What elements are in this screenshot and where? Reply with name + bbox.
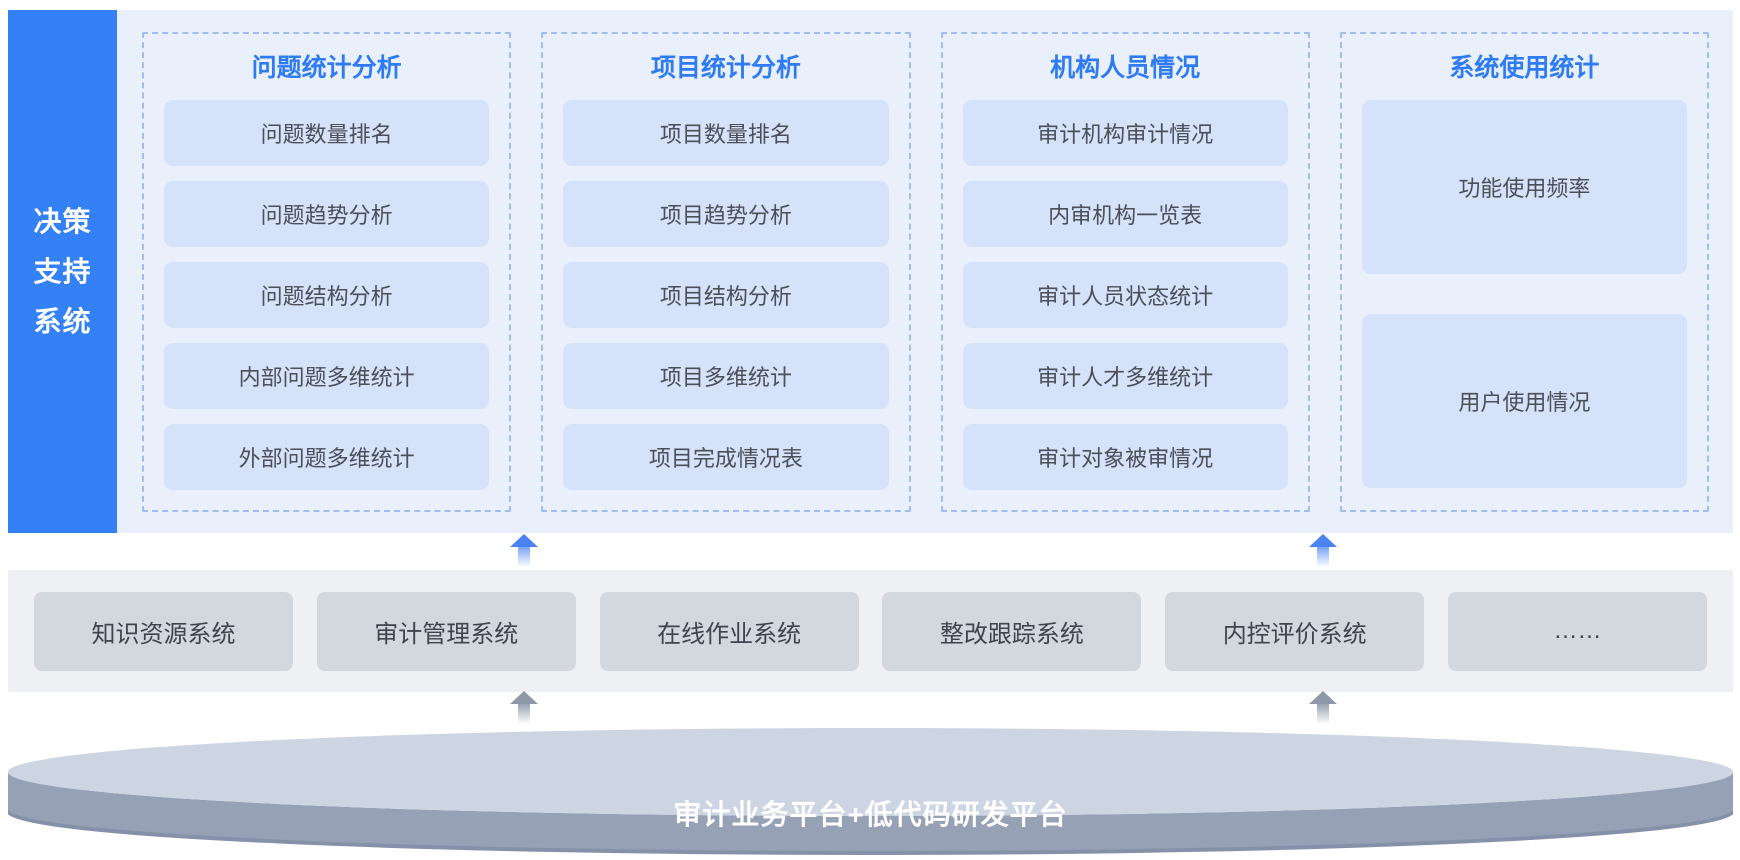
- stat-item: 项目结构分析: [563, 262, 889, 328]
- stat-column-1: 问题统计分析问题数量排名问题趋势分析问题结构分析内部问题多维统计外部问题多维统计: [142, 32, 512, 512]
- stat-item: 用户使用情况: [1361, 314, 1687, 488]
- stat-item: 项目趋势分析: [563, 181, 889, 247]
- column-title: 项目统计分析: [650, 54, 801, 82]
- stat-item: 内部问题多维统计: [164, 343, 490, 409]
- arrow-up-icon: [1309, 534, 1337, 567]
- system-box: 审计管理系统: [316, 591, 576, 671]
- decision-support-sidebar: 决策支持系统: [8, 10, 117, 533]
- platform-title: 审计业务平台+低代码研发平台: [673, 799, 1068, 830]
- stat-item: 审计对象被审情况: [962, 424, 1288, 490]
- decision-support-section: 决策支持系统 问题统计分析问题数量排名问题趋势分析问题结构分析内部问题多维统计外…: [8, 10, 1733, 533]
- cylinder-shape: [8, 728, 1733, 855]
- stat-item: 问题数量排名: [164, 100, 490, 166]
- system-box: ……: [1447, 591, 1707, 671]
- sidebar-title-line: 决策: [33, 205, 92, 237]
- stat-item: 项目完成情况表: [563, 424, 889, 490]
- stat-item: 内审机构一览表: [962, 181, 1288, 247]
- arrow-up-icon: [1309, 691, 1337, 724]
- arrow-up-icon: [510, 691, 538, 724]
- system-box: 整改跟踪系统: [882, 591, 1142, 671]
- column-items: 项目数量排名项目趋势分析项目结构分析项目多维统计项目完成情况表: [563, 100, 889, 490]
- stat-column-2: 项目统计分析项目数量排名项目趋势分析项目结构分析项目多维统计项目完成情况表: [541, 32, 911, 512]
- stat-item: 问题结构分析: [164, 262, 490, 328]
- statistics-columns: 问题统计分析问题数量排名问题趋势分析问题结构分析内部问题多维统计外部问题多维统计…: [117, 10, 1733, 533]
- column-title: 问题统计分析: [251, 54, 402, 82]
- stat-item: 功能使用频率: [1361, 100, 1687, 274]
- system-box: 在线作业系统: [599, 591, 859, 671]
- column-items: 功能使用频率用户使用情况: [1361, 100, 1687, 488]
- business-systems-row: 知识资源系统审计管理系统在线作业系统整改跟踪系统内控评价系统 ……: [8, 570, 1733, 692]
- stat-item: 审计人才多维统计: [962, 343, 1288, 409]
- stat-item: 审计人员状态统计: [962, 262, 1288, 328]
- system-box: 内控评价系统: [1165, 591, 1425, 671]
- sidebar-title-line: 支持: [33, 255, 92, 287]
- stat-item: 审计机构审计情况: [962, 100, 1288, 166]
- stat-item: 外部问题多维统计: [164, 424, 490, 490]
- platform-cylinder: 审计业务平台+低代码研发平台: [8, 727, 1733, 857]
- stat-column-4: 系统使用统计功能使用频率用户使用情况: [1339, 32, 1709, 512]
- stat-item: 项目数量排名: [563, 100, 889, 166]
- column-title: 系统使用统计: [1449, 54, 1600, 82]
- stat-column-3: 机构人员情况审计机构审计情况内审机构一览表审计人员状态统计审计人才多维统计审计对…: [940, 32, 1310, 512]
- column-items: 审计机构审计情况内审机构一览表审计人员状态统计审计人才多维统计审计对象被审情况: [962, 100, 1288, 490]
- arrow-up-icon: [510, 534, 538, 567]
- stat-item: 问题趋势分析: [164, 181, 490, 247]
- sidebar-title-line: 系统: [33, 305, 92, 337]
- stat-item: 项目多维统计: [563, 343, 889, 409]
- system-box: 知识资源系统: [34, 591, 293, 671]
- column-title: 机构人员情况: [1050, 54, 1201, 82]
- column-items: 问题数量排名问题趋势分析问题结构分析内部问题多维统计外部问题多维统计: [164, 100, 490, 490]
